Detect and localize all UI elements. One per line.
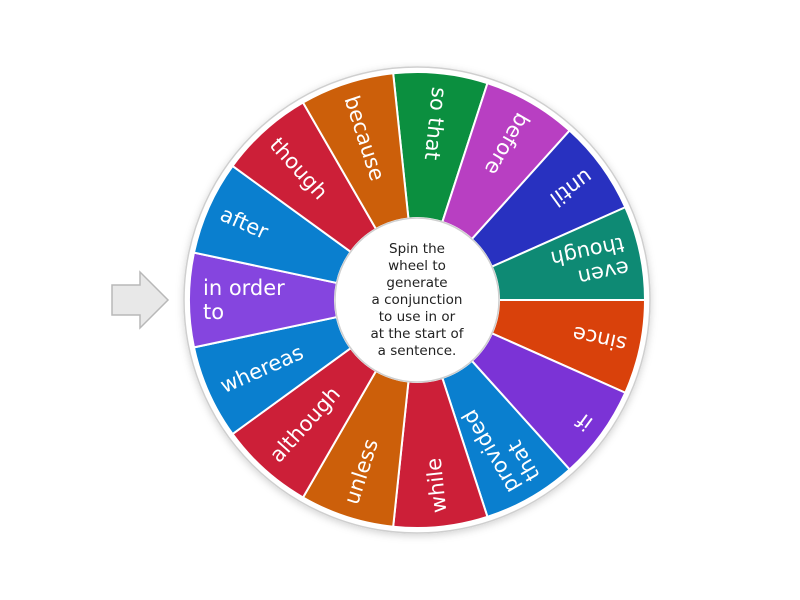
- center-message-line: wheel to: [388, 257, 446, 274]
- center-message-line: at the start of: [370, 325, 464, 342]
- segment-label: while: [422, 457, 452, 514]
- center-message-line: a sentence.: [377, 342, 457, 359]
- center-message-line: to use in or: [378, 308, 456, 325]
- center-message-line: Spin the: [389, 240, 445, 257]
- center-message-line: a conjunction: [371, 291, 463, 308]
- arrow-right-icon: [111, 270, 170, 330]
- wheel-hub[interactable]: [334, 217, 500, 383]
- center-message-line: generate: [386, 274, 448, 291]
